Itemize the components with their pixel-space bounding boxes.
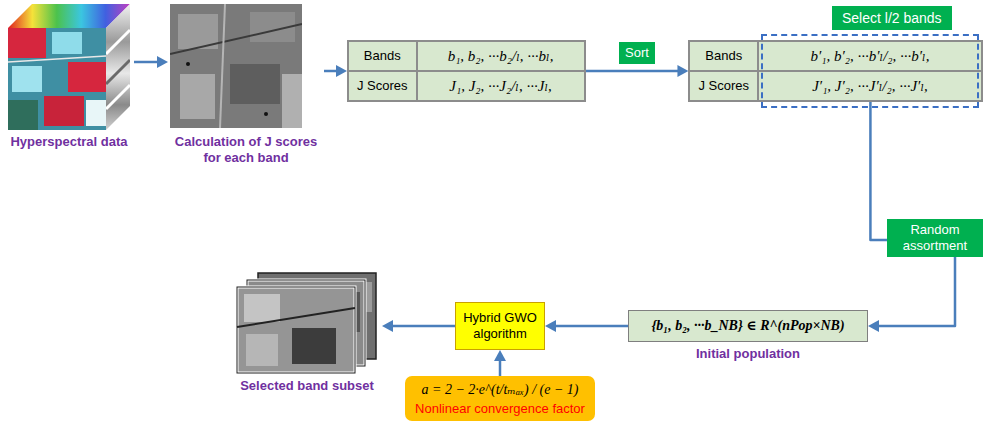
arrow-head (336, 65, 347, 77)
band-subset-images (236, 272, 378, 374)
sorted-band-table: Bandsb′₁, b′₂, ···b′ₗ/₂, ···b′ₗ,J Scores… (688, 40, 983, 102)
image-frame (237, 287, 355, 373)
arrow-head (382, 320, 393, 332)
arrow-head (868, 320, 879, 332)
table-value: b′₁, b′₂, ···b′ₗ/₂, ···b′ₗ, (758, 41, 982, 71)
field-patch (8, 28, 46, 58)
hyperspectral-cube (8, 4, 130, 130)
factor-note: Nonlinear convergence factor (415, 400, 585, 417)
road-line (8, 56, 106, 62)
connector (494, 350, 506, 376)
image-patch (244, 294, 280, 322)
connector (134, 56, 168, 68)
process-text: Hybrid GWO algorithm (461, 310, 539, 342)
population-matrix-box: {b₁, b₂, ···b_NB} ∈ R^(nPop×NB) (628, 310, 868, 342)
table-value: b₁, b₂, ···b₂/ₗ, ···bₗ, (417, 41, 585, 71)
field-patch (12, 66, 42, 92)
image-patch (246, 334, 278, 366)
connector (868, 102, 955, 332)
connector-line (553, 325, 628, 328)
band-image-front (237, 287, 355, 373)
tag-text: Select l/2 bands (842, 9, 942, 27)
arrow-head (157, 56, 168, 68)
population-box: {b₁, b₂, ···b_NB} ∈ R^(nPop×NB) Initial p… (628, 310, 868, 362)
road-line (220, 4, 225, 128)
edge-label: Random assortment (887, 219, 983, 257)
cube-front-face (8, 28, 106, 130)
table-value: J′₁, J′₂, ···J′ₗ/₂, ···J′ₗ, (758, 71, 982, 101)
edge-label: Sort (619, 42, 655, 64)
cube-side-stripe (106, 85, 130, 109)
connector-line (870, 102, 955, 326)
connector (382, 320, 455, 332)
population-formula: {b₁, b₂, ···b_NB} ∈ R^(nPop×NB) (639, 316, 857, 336)
image-caption: Calculation of J scores for each band (168, 134, 324, 166)
image-dot (264, 112, 268, 116)
field-patch (8, 100, 38, 130)
table-header: J Scores (689, 71, 758, 101)
table-value: J₁, J₂, ···J₂/ₗ, ···Jₗ, (417, 71, 585, 101)
table-header: Bands (689, 41, 758, 71)
algorithm-box: Hybrid GWO algorithm (455, 302, 545, 350)
data-cube-panel: Hyperspectral data (4, 4, 134, 150)
arrow-head (545, 320, 556, 332)
connector-line (390, 325, 455, 328)
image-patch (282, 74, 302, 128)
image-patch (180, 74, 215, 119)
field-patch (44, 96, 84, 126)
connector (545, 320, 628, 332)
factor-box: a = 2 − 2·e^(t/tₘₐₓ) / (e − 1)Nonlinear … (405, 376, 595, 421)
road-line (237, 308, 355, 327)
arrow-head (494, 350, 506, 361)
cube-side-face (106, 4, 130, 130)
road-line (170, 24, 302, 54)
image-caption: Hyperspectral data (4, 134, 134, 150)
field-patch (68, 62, 106, 92)
image-caption: Selected band subset (232, 378, 382, 394)
field-patch (52, 32, 82, 54)
image-patch (292, 328, 336, 364)
table-header: J Scores (348, 71, 417, 101)
arrow-head (677, 65, 688, 77)
cube-side-stripe (106, 30, 130, 54)
band-image (170, 4, 302, 128)
image-dot (186, 62, 190, 66)
connector (324, 65, 347, 77)
factor-formula: a = 2 − 2·e^(t/tₘₐₓ) / (e − 1) (415, 380, 585, 400)
select-tag: Select l/2 bands (832, 6, 952, 30)
image-frame (237, 287, 355, 373)
table-header: Bands (348, 41, 417, 71)
connector-line (586, 70, 681, 73)
image-patch (230, 64, 280, 104)
band-score-table: Bandsb₁, b₂, ···b₂/ₗ, ···bₗ,J ScoresJ₁, … (347, 40, 586, 102)
connector (586, 65, 689, 77)
field-patch (86, 100, 106, 126)
population-caption: Initial population (628, 346, 868, 362)
image-ground (170, 4, 302, 128)
band-image-panel: Calculation of J scores for each band (168, 4, 324, 166)
band-subset-panel: Selected band subset (232, 270, 382, 394)
connector-line (134, 61, 160, 64)
cube-side-stripe (106, 60, 130, 84)
